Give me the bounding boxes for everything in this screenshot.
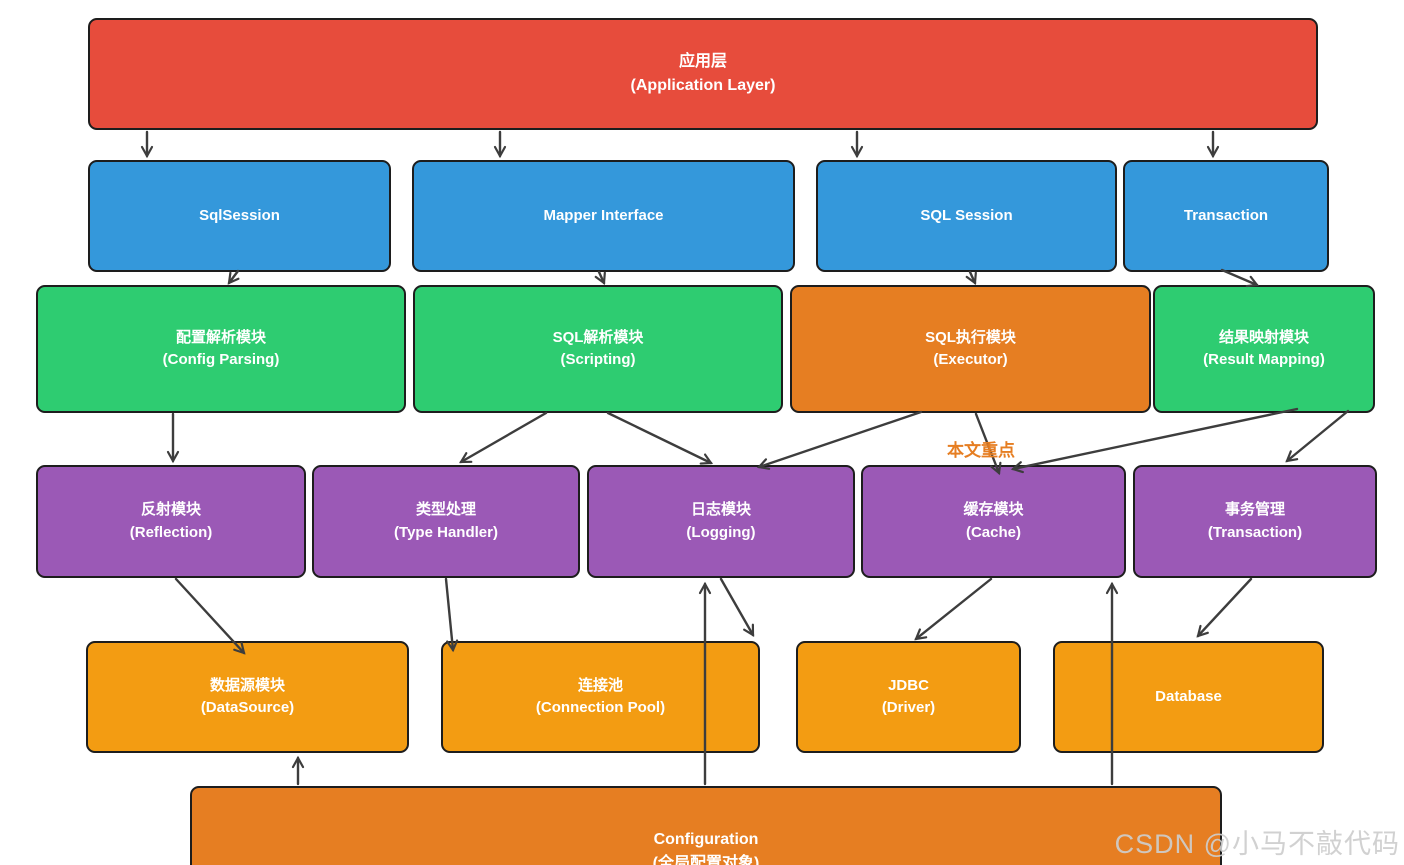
node-label-zh: 事务管理 xyxy=(1224,501,1285,518)
arrow-executor-to-logging xyxy=(756,410,923,470)
node-sql-session: SQL Session xyxy=(816,160,1117,272)
node-label-zh: 连接池 xyxy=(577,676,623,694)
node-result-mapping: 结果映射模块 (Result Mapping) xyxy=(1153,285,1375,413)
node-label-en: (Scripting) xyxy=(560,351,636,368)
arrow-transaction-manager-to-database xyxy=(1196,577,1253,638)
node-label-en: (Application Layer) xyxy=(630,77,776,94)
node-label-en: (Type Handler) xyxy=(394,523,498,541)
node-reflection: 反射模块 (Reflection) xyxy=(36,465,306,578)
node-label-zh: 结果映射模块 xyxy=(1218,328,1309,346)
node-label-en: (Config Parsing) xyxy=(162,351,280,368)
node-scripting: SQL解析模块 (Scripting) xyxy=(413,285,783,413)
arrow-sqlsession-to-config-parsing xyxy=(227,269,240,285)
node-label: Database xyxy=(1155,687,1222,705)
focus-annotation: 本文重点 xyxy=(947,441,1015,460)
node-label-zh: (全局配置对象) xyxy=(652,855,760,865)
node-transaction: Transaction xyxy=(1123,160,1329,272)
node-datasource: 数据源模块 (DataSource) xyxy=(86,641,409,753)
arrow-sql-session-to-executor xyxy=(965,270,977,286)
arrow-mapper-to-scripting xyxy=(594,270,606,286)
node-sqlsession: SqlSession xyxy=(88,160,391,272)
arrow-type-handler-to-connection-pool xyxy=(444,577,459,653)
node-label-en: (Transaction) xyxy=(1207,523,1303,541)
node-transaction-manager: 事务管理 (Transaction) xyxy=(1133,465,1377,578)
node-label-en: (Connection Pool) xyxy=(535,699,666,716)
node-label-en: (Cache) xyxy=(965,523,1021,541)
node-label-zh: SQL解析模块 xyxy=(552,328,644,346)
arrow-result-mapping-to-transaction-manager xyxy=(1285,409,1350,463)
node-label-zh: 缓存模块 xyxy=(963,501,1024,518)
node-label-en: (Result Mapping) xyxy=(1203,351,1325,368)
node-label-zh: 配置解析模块 xyxy=(175,328,266,346)
node-label-en: (Executor) xyxy=(933,351,1008,368)
arrow-cache-to-jdbc xyxy=(914,577,993,641)
node-label-zh: 日志模块 xyxy=(690,501,751,518)
node-label-en: (Reflection) xyxy=(129,523,213,541)
node-connection-pool: 连接池 (Connection Pool) xyxy=(441,641,760,753)
node-mapper-interface: Mapper Interface xyxy=(412,160,795,272)
node-label: Mapper Interface xyxy=(543,206,664,224)
node-label-en: (DataSource) xyxy=(200,699,295,716)
node-label-zh: 应用层 xyxy=(678,53,727,70)
node-type-handler: 类型处理 (Type Handler) xyxy=(312,465,580,578)
node-label-zh: JDBC xyxy=(888,676,929,694)
node-jdbc-driver: JDBC (Driver) xyxy=(796,641,1021,753)
node-label-zh: 数据源模块 xyxy=(209,676,285,694)
node-database: Database xyxy=(1053,641,1324,753)
node-label-zh: 类型处理 xyxy=(415,501,476,518)
node-label: SQL Session xyxy=(920,206,1013,224)
arrow-logging-to-connection-pool xyxy=(719,577,755,637)
node-label-en: (Driver) xyxy=(881,699,936,716)
arrow-result-mapping-to-cache xyxy=(1010,407,1299,474)
node-config-parsing: 配置解析模块 (Config Parsing) xyxy=(36,285,406,413)
arrow-scripting-to-type-handler xyxy=(459,411,548,464)
node-executor: SQL执行模块 (Executor) xyxy=(790,285,1151,413)
node-logging: 日志模块 (Logging) xyxy=(587,465,855,578)
node-label-en: (Logging) xyxy=(686,523,756,541)
node-label: SqlSession xyxy=(199,206,280,224)
node-cache: 缓存模块 (Cache) xyxy=(861,465,1126,578)
node-label-en: Configuration xyxy=(653,831,759,848)
arrow-transaction-to-result-mapping xyxy=(1220,268,1260,288)
arrow-scripting-to-logging xyxy=(606,411,714,465)
node-label-zh: SQL执行模块 xyxy=(925,328,1016,346)
node-configuration: Configuration (全局配置对象) xyxy=(190,786,1222,865)
node-label-zh: 反射模块 xyxy=(140,501,201,518)
csdn-watermark: CSDN @小马不敲代码 xyxy=(1114,829,1400,859)
node-label: Transaction xyxy=(1183,206,1269,224)
node-application-layer: 应用层 (Application Layer) xyxy=(88,18,1318,130)
